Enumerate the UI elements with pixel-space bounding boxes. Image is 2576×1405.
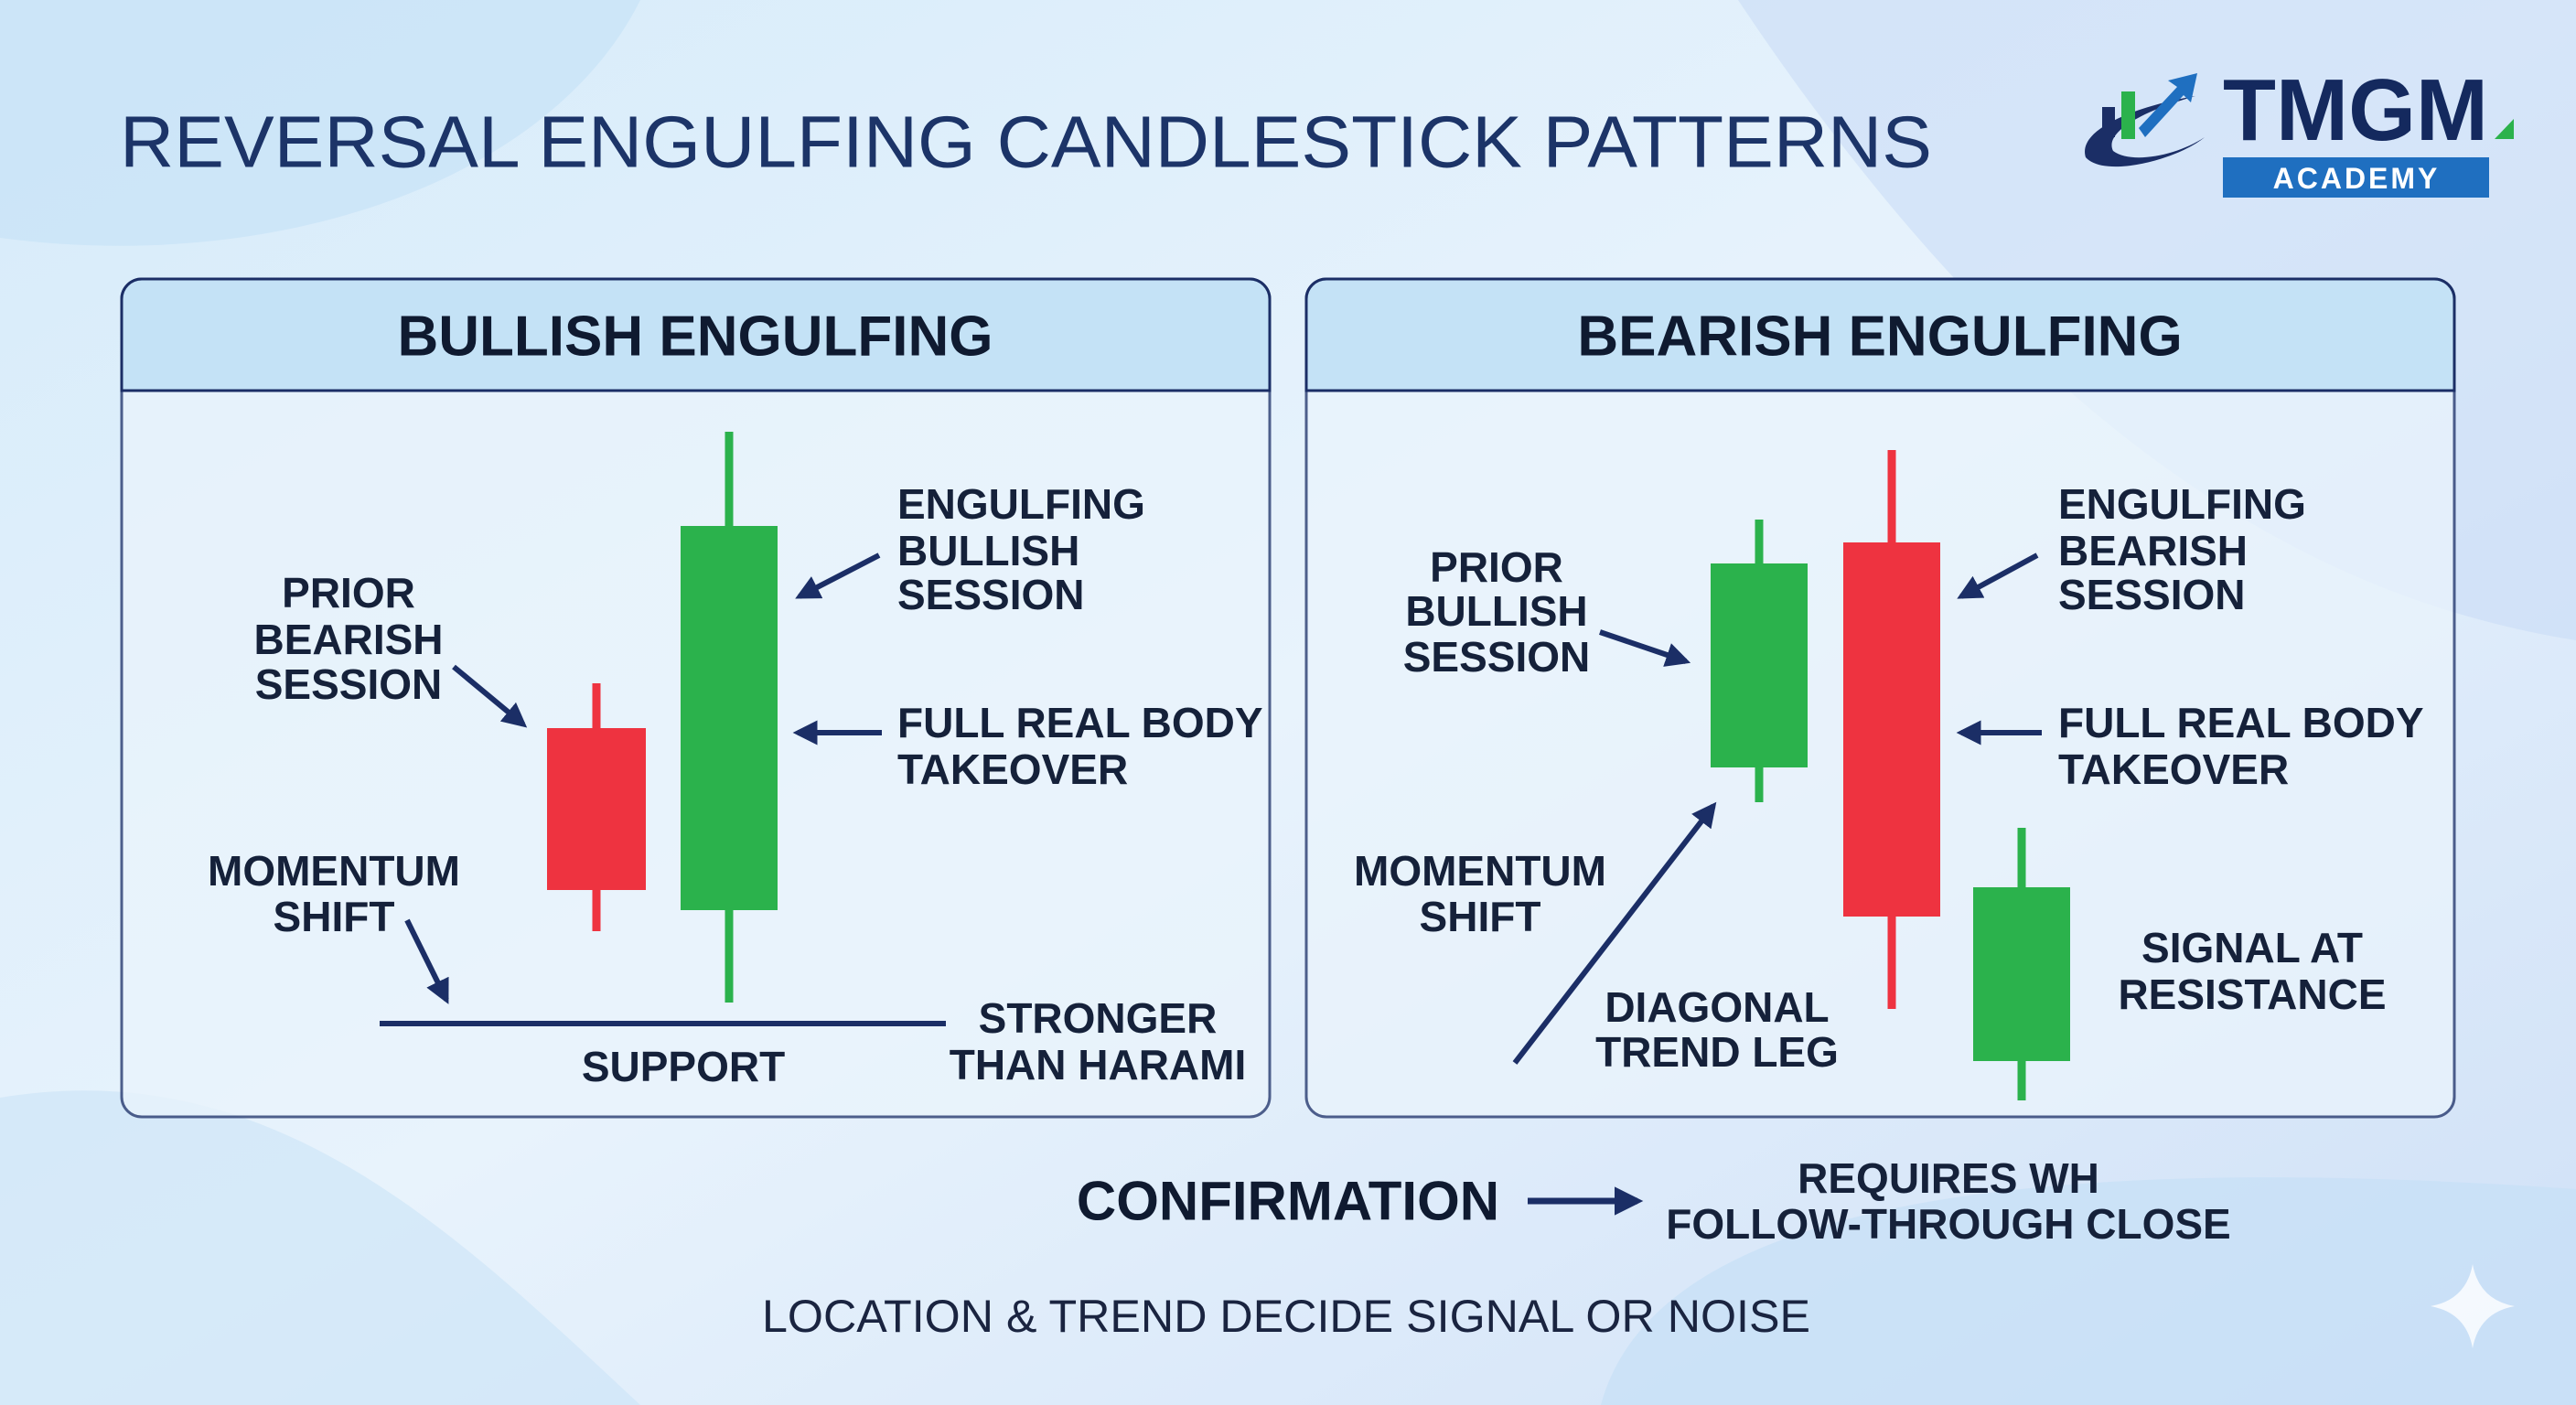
label-engulf: ENGULFING: [2058, 480, 2306, 528]
page-title: REVERSAL ENGULFING CANDLESTICK PATTERNS: [120, 102, 1932, 183]
confirmation-label: CONFIRMATION: [1077, 1171, 1499, 1232]
logo-accent: [2495, 119, 2514, 139]
bearish-panel: BEARISH ENGULFING PRIOR BULLISH SESSION …: [1304, 277, 2456, 1119]
label-momentum: MOMENTUM: [208, 847, 460, 895]
label-momentum: SHIFT: [1420, 893, 1541, 940]
label-engulf: SESSION: [2058, 571, 2246, 618]
bearish-header: BEARISH ENGULFING: [1577, 306, 2182, 369]
resistance-candle: [1973, 887, 2070, 1061]
label-engulf: BULLISH: [897, 527, 1079, 574]
label-diagonal: DIAGONAL: [1605, 983, 1829, 1031]
bearish-engulfing-candle: [1843, 542, 1940, 917]
label-takeover: TAKEOVER: [2058, 745, 2289, 793]
label-diagonal: TREND LEG: [1595, 1028, 1839, 1076]
diagonal-trend-arrow: [1512, 801, 1717, 1065]
confirmation-text: FOLLOW-THROUGH CLOSE: [1666, 1200, 2230, 1248]
prior-bullish-candle: [1711, 563, 1808, 767]
label-prior: PRIOR: [282, 569, 415, 617]
footer-tagline: LOCATION & TREND DECIDE SIGNAL OR NOISE: [762, 1291, 1810, 1342]
sparkle-icon: [2431, 1264, 2515, 1348]
label-momentum: SHIFT: [274, 893, 395, 940]
arrow-icon: [1957, 552, 2039, 599]
label-signal: SIGNAL AT: [2141, 924, 2363, 971]
bullish-engulfing-candle: [681, 526, 778, 910]
bullish-header: BULLISH ENGULFING: [398, 306, 993, 369]
label-takeover: FULL REAL BODY: [897, 699, 1263, 746]
arrow-icon: [404, 918, 449, 1004]
tmgm-logo: TMGM ACADEMY: [2085, 61, 2514, 198]
label-support: SUPPORT: [582, 1043, 785, 1090]
bar-icon: [2121, 91, 2135, 139]
label-engulf: BEARISH: [2058, 527, 2248, 574]
label-stronger: STRONGER: [979, 994, 1218, 1042]
bg-blob: [1601, 1177, 2576, 1405]
label-engulf: SESSION: [897, 571, 1085, 618]
label-prior: SESSION: [255, 660, 443, 708]
arrow-icon: [795, 552, 881, 599]
logo-academy-band: [2223, 157, 2489, 198]
arrow-icon: [452, 664, 528, 728]
bar-icon: [2102, 107, 2115, 137]
confirmation-text: REQUIRES WH: [1798, 1154, 2099, 1202]
label-prior: BULLISH: [1405, 587, 1587, 635]
label-prior: SESSION: [1403, 633, 1591, 681]
label-prior: BEARISH: [253, 616, 443, 663]
label-stronger: THAN HARAMI: [950, 1041, 1247, 1089]
label-takeover: FULL REAL BODY: [2058, 699, 2424, 746]
label-prior: PRIOR: [1430, 543, 1563, 591]
bullish-panel: BULLISH ENGULFING PRIOR BEARISH SESSION …: [120, 277, 1272, 1119]
arrow-icon: [1599, 629, 1691, 667]
label-momentum: MOMENTUM: [1354, 847, 1606, 895]
bg-blob: [0, 1090, 640, 1405]
logo-sub: ACADEMY: [2273, 162, 2441, 195]
bg-blob: [0, 0, 640, 246]
label-takeover: TAKEOVER: [897, 745, 1128, 793]
label-signal: RESISTANCE: [2118, 971, 2386, 1018]
label-engulf: ENGULFING: [897, 480, 1145, 528]
arrow-up-icon: [2139, 73, 2197, 137]
bearish-candle: [547, 728, 646, 890]
logo-brand: TMGM: [2223, 61, 2488, 159]
